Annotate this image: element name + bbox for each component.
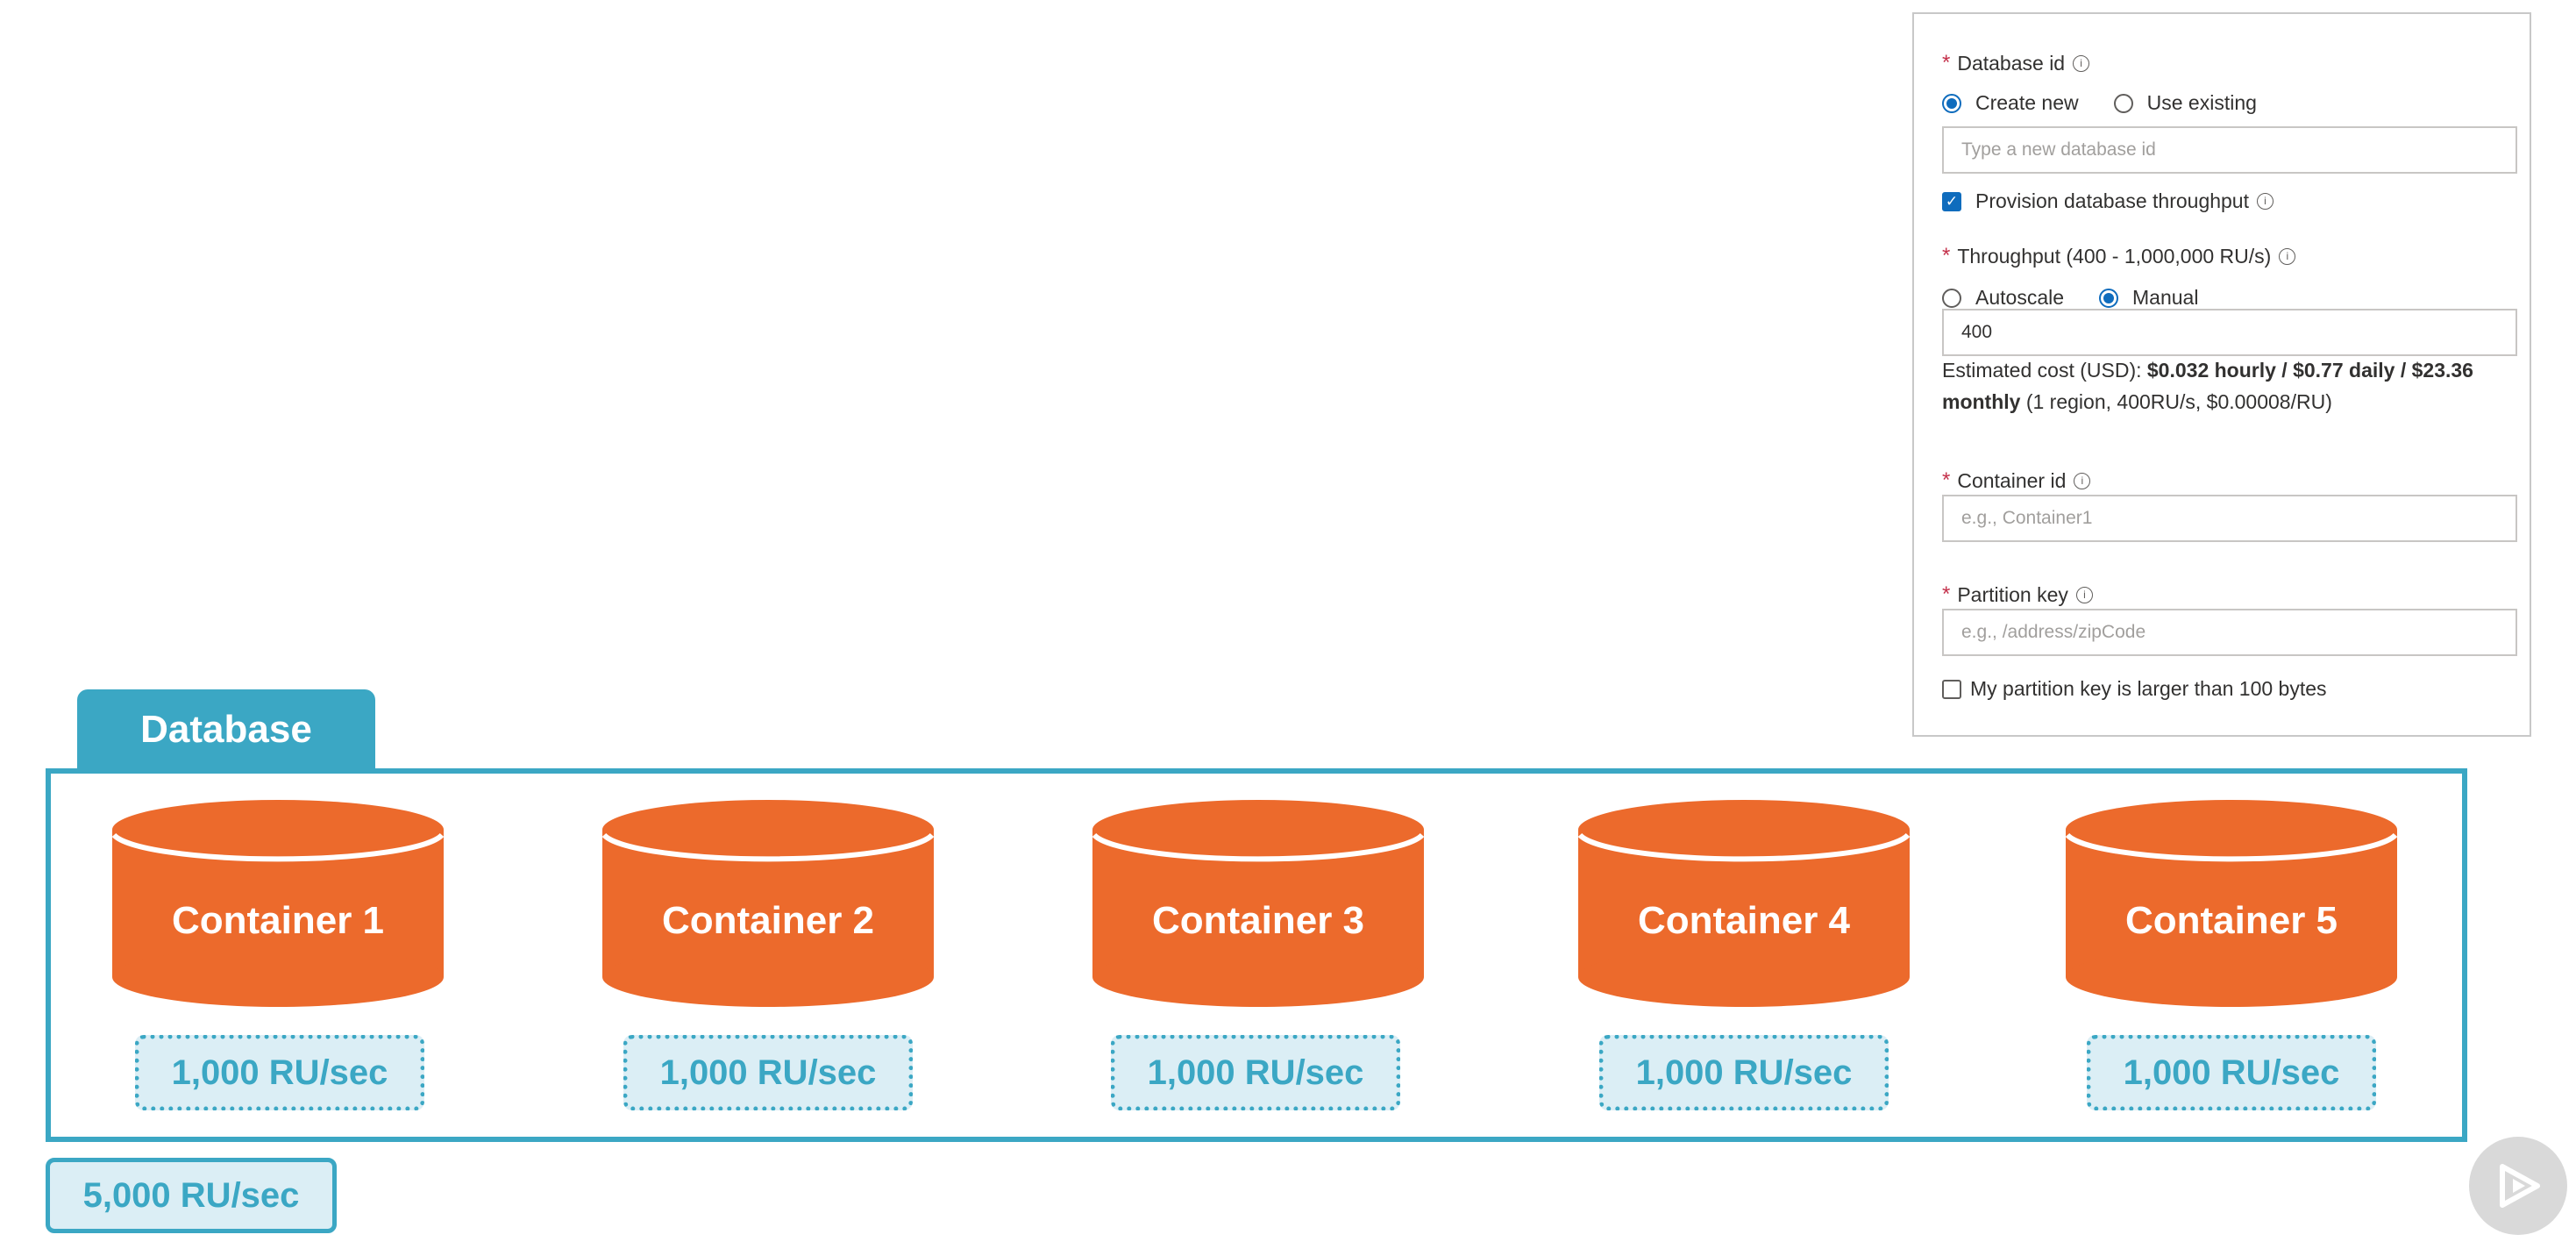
- partition-key-label-row: * Partition key i: [1942, 582, 2093, 607]
- large-partition-key-row: My partition key is larger than 100 byte…: [1942, 677, 2327, 701]
- container-throughput-badge: 1,000 RU/sec: [1111, 1035, 1400, 1110]
- use-existing-label[interactable]: Use existing: [2146, 91, 2257, 114]
- required-asterisk: *: [1942, 51, 1951, 75]
- container-id-label: Container id: [1957, 468, 2067, 492]
- play-button[interactable]: [2469, 1137, 2567, 1235]
- container-throughput-badge: 1,000 RU/sec: [2087, 1035, 2376, 1110]
- container-name: Container 5: [2124, 899, 2338, 942]
- container-cylinder: Container 3: [1091, 798, 1426, 1009]
- provision-throughput-row: ✓ Provision database throughput i: [1942, 189, 2274, 213]
- container-cylinder: Container 1: [110, 798, 445, 1009]
- cylinder-icon: [111, 800, 445, 1007]
- throughput-label: Throughput (400 - 1,000,000 RU/s): [1957, 244, 2272, 268]
- info-icon[interactable]: i: [2073, 54, 2090, 72]
- manual-label[interactable]: Manual: [2132, 286, 2199, 309]
- container-name: Container 3: [1151, 899, 1365, 942]
- estimated-cost: Estimated cost (USD): $0.032 hourly / $0…: [1942, 354, 2521, 417]
- database-id-label: Database id: [1957, 51, 2066, 75]
- container-throughput-badge: 1,000 RU/sec: [623, 1035, 913, 1110]
- cylinder-icon: [2065, 800, 2398, 1007]
- info-icon[interactable]: i: [2074, 472, 2091, 489]
- cost-details: (1 region, 400RU/s, $0.00008/RU): [2020, 390, 2332, 413]
- provision-throughput-checkbox[interactable]: ✓: [1942, 191, 1961, 211]
- container-cylinder: Container 2: [601, 798, 936, 1009]
- throughput-input[interactable]: [1942, 309, 2517, 356]
- use-existing-radio[interactable]: [2113, 93, 2133, 113]
- cost-values: $0.032 hourly / $0.77 daily / $23.36 mon…: [1942, 359, 2473, 413]
- info-icon[interactable]: i: [2279, 247, 2296, 265]
- container-name: Container 2: [661, 899, 875, 942]
- container-cylinder: Container 5: [2064, 798, 2399, 1009]
- throughput-mode-options: Autoscale Manual: [1942, 286, 2198, 310]
- throughput-label-row: * Throughput (400 - 1,000,000 RU/s) i: [1942, 244, 2296, 268]
- database-tab: Database: [77, 689, 375, 770]
- autoscale-radio[interactable]: [1942, 288, 1961, 308]
- partition-key-label: Partition key: [1957, 582, 2068, 606]
- required-asterisk: *: [1942, 582, 1951, 606]
- large-partition-key-checkbox[interactable]: [1942, 679, 1961, 699]
- database-id-options: Create new Use existing: [1942, 91, 2257, 115]
- create-new-label[interactable]: Create new: [1975, 91, 2079, 114]
- provision-throughput-label[interactable]: Provision database throughput: [1975, 189, 2249, 212]
- container-cylinder: Container 4: [1576, 798, 1911, 1009]
- required-asterisk: *: [1942, 244, 1951, 268]
- large-partition-key-label[interactable]: My partition key is larger than 100 byte…: [1970, 677, 2327, 700]
- cylinder-icon: [601, 800, 935, 1007]
- info-icon[interactable]: i: [2257, 193, 2274, 210]
- new-container-panel: * Database id i Create new Use existing …: [1912, 12, 2531, 737]
- required-asterisk: *: [1942, 468, 1951, 492]
- cylinder-icon: [1092, 800, 1425, 1007]
- database-id-input[interactable]: [1942, 126, 2517, 174]
- info-icon[interactable]: i: [2075, 586, 2093, 603]
- manual-radio[interactable]: [2099, 288, 2119, 308]
- cylinder-icon: [1577, 800, 1911, 1007]
- container-name: Container 4: [1637, 899, 1851, 942]
- autoscale-label[interactable]: Autoscale: [1975, 286, 2065, 309]
- container-name: Container 1: [171, 899, 385, 942]
- container-throughput-badge: 1,000 RU/sec: [135, 1035, 424, 1110]
- container-id-input[interactable]: [1942, 495, 2517, 542]
- play-icon: [2500, 1164, 2540, 1208]
- database-throughput-badge: 5,000 RU/sec: [46, 1158, 337, 1233]
- create-new-radio[interactable]: [1942, 93, 1961, 113]
- container-id-label-row: * Container id i: [1942, 468, 2091, 493]
- database-id-label-row: * Database id i: [1942, 51, 2090, 75]
- partition-key-input[interactable]: [1942, 609, 2517, 656]
- cost-prefix: Estimated cost (USD):: [1942, 359, 2147, 382]
- container-throughput-badge: 1,000 RU/sec: [1599, 1035, 1889, 1110]
